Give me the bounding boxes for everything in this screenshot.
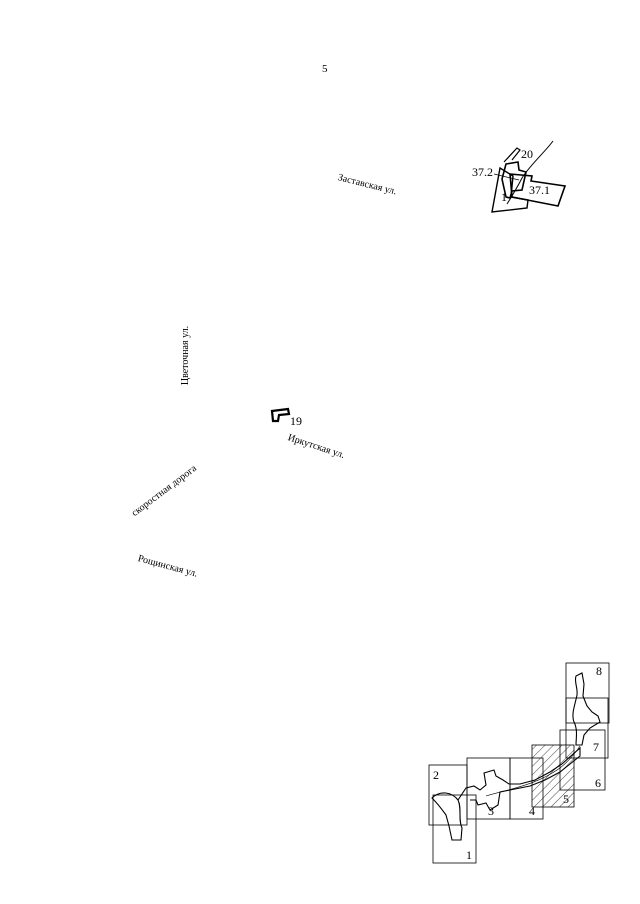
sheet-label-8: 8 <box>596 664 602 678</box>
parcel-label-20: 20 <box>521 147 533 161</box>
parcel-label-19: 19 <box>290 414 302 428</box>
sheet-label-5: 5 <box>563 792 569 806</box>
sheet-label-6: 6 <box>595 776 601 790</box>
route-centerline <box>485 745 581 797</box>
route-outline-west <box>431 792 463 841</box>
parcel-37-2 <box>501 161 527 199</box>
sheet-frame-6 <box>559 729 606 791</box>
index-map <box>428 662 610 864</box>
sheet-frame-1 <box>432 794 477 864</box>
sheet-frame-7 <box>565 697 609 759</box>
parcel-cluster-37 <box>491 140 567 213</box>
parcel-label-37-1: 37.1 <box>529 183 550 197</box>
route-outline-north <box>572 672 601 746</box>
route-outline-middle <box>457 746 581 811</box>
sheet-frame-4 <box>509 757 544 820</box>
parcel-label-1: 1 <box>501 190 507 204</box>
parcel-19 <box>270 407 291 423</box>
sheet-label-7: 7 <box>593 740 599 754</box>
page-number: 5 <box>322 63 328 75</box>
sheet-label-4: 4 <box>529 804 535 818</box>
parcel-label-37-2: 37.2 <box>472 165 493 179</box>
sheet-frame-8 <box>565 662 610 724</box>
leader-37-2 <box>493 173 520 181</box>
boundary-line <box>503 147 521 163</box>
sheet-label-3: 3 <box>488 804 494 818</box>
sheet-label-1: 1 <box>466 848 472 862</box>
parcel-1 <box>491 166 529 213</box>
sheet-label-2: 2 <box>433 768 439 782</box>
